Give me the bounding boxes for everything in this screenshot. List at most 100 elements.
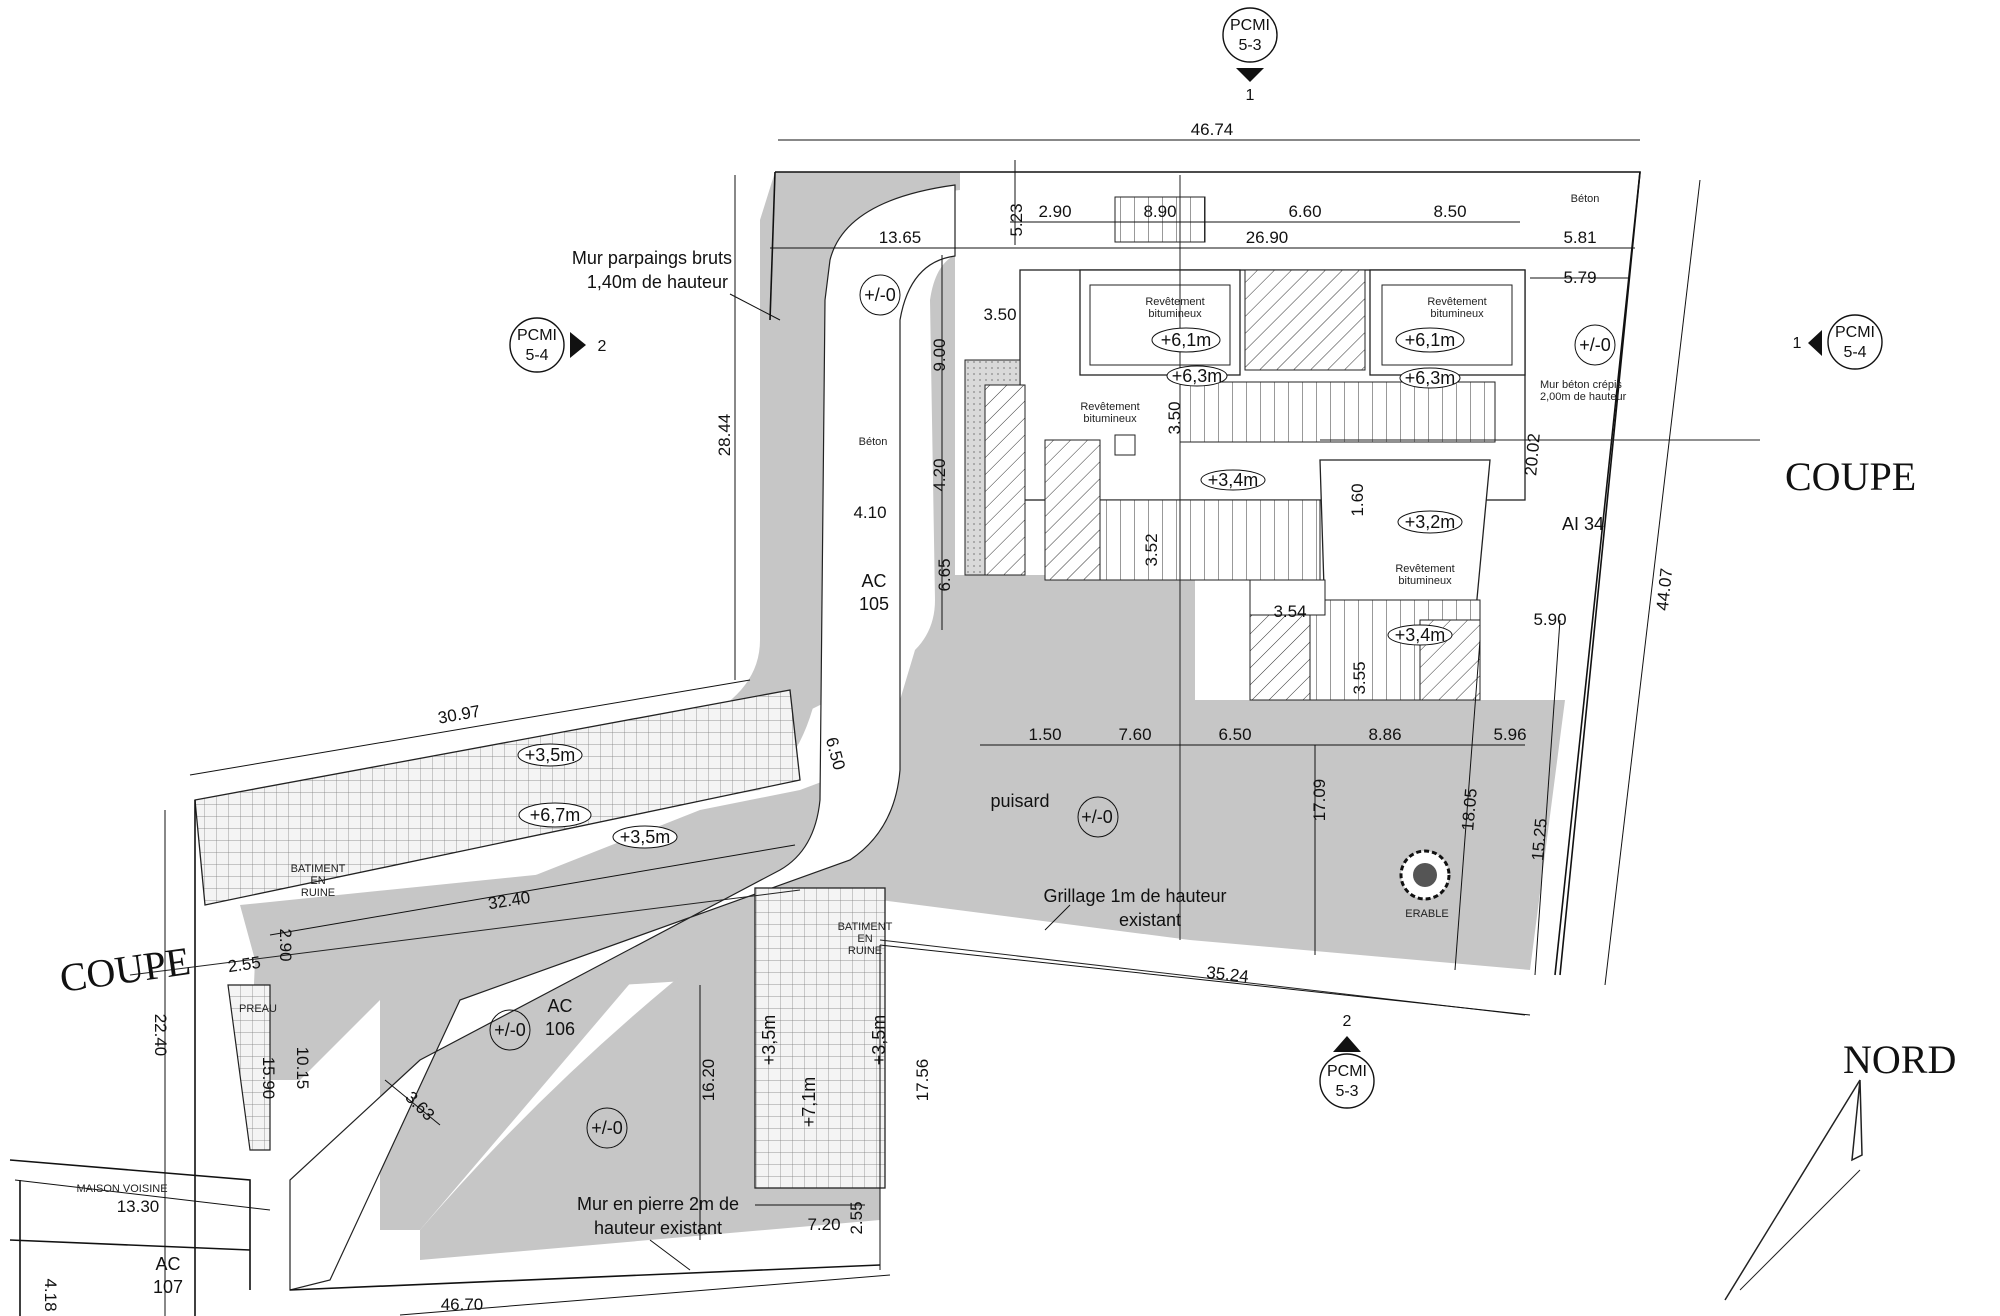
dim-665: 6.65 — [935, 558, 954, 591]
pcmi-num: 1 — [1793, 335, 1802, 352]
puisard-circle — [1077, 796, 1119, 838]
parcel-ac106: AC — [547, 996, 572, 1016]
main-house — [964, 196, 1526, 701]
level-67: +6,7m — [530, 805, 581, 825]
note-mur-parpaings: Mur parpaings bruts — [572, 248, 732, 268]
dim-355: 3.55 — [1350, 661, 1369, 694]
dim-150: 1.50 — [1028, 725, 1061, 744]
beton-driveway — [289, 184, 956, 1291]
label-revetement-3: Revêtement — [1080, 401, 1139, 413]
level-34a: +3,4m — [1208, 470, 1259, 490]
tree-icon — [1399, 849, 1451, 901]
parcel-ac106-num: 106 — [545, 1019, 575, 1039]
level-71: +7,1m — [799, 1077, 819, 1128]
dim-720: 7.20 — [807, 1215, 840, 1234]
dim-4407: 44.07 — [1653, 567, 1676, 611]
dim-1525: 15.25 — [1528, 818, 1551, 862]
dim-350b: 3.50 — [1165, 401, 1184, 434]
label-preau: PREAU — [239, 1003, 277, 1015]
note-mur-beton-height: 2,00m de hauteur — [1540, 391, 1627, 403]
dim-3097: 30.97 — [436, 702, 481, 728]
dim-410: 4.10 — [853, 503, 886, 522]
dim-4674: 46.74 — [1191, 120, 1234, 139]
parcel-ac105-num: 105 — [859, 594, 889, 614]
label-batiment-3: RUINE — [301, 887, 335, 899]
level-35c: +3,5m — [759, 1015, 779, 1066]
dim-255a: 2.55 — [227, 953, 262, 976]
coupe-label-right: COUPE — [1785, 454, 1916, 499]
dim-2002: 20.02 — [1521, 433, 1544, 477]
pcmi-code: PCMI — [1327, 1063, 1367, 1080]
label-beton-drive: Béton — [859, 436, 888, 448]
pcmi-code: PCMI — [1230, 17, 1270, 34]
dim-890: 8.90 — [1143, 202, 1176, 221]
label-erable: ERABLE — [1405, 908, 1448, 920]
dim-850: 8.50 — [1433, 202, 1466, 221]
label-puisard: puisard — [990, 791, 1049, 811]
label-bitumineux-2: bitumineux — [1430, 308, 1484, 320]
pcmi-sub: 5-3 — [1238, 37, 1261, 54]
pcmi-marker-north: PCMI 5-3 1 — [1222, 7, 1278, 104]
nord-label: NORD — [1843, 1037, 1956, 1082]
label-bitumineux-3: bitumineux — [1083, 413, 1137, 425]
leader-line — [1044, 904, 1071, 931]
dim-579: 5.79 — [1563, 268, 1596, 287]
pcmi-code: PCMI — [517, 327, 557, 344]
dim-660: 6.60 — [1288, 202, 1321, 221]
dim-886: 8.86 — [1368, 725, 1401, 744]
level-61a: +6,1m — [1161, 330, 1212, 350]
pcmi-marker-west: PCMI 5-4 2 — [509, 317, 607, 373]
pcmi-marker-east: PCMI 5-4 1 — [1793, 314, 1883, 370]
dim-418: 4.18 — [41, 1278, 60, 1311]
leader-line — [729, 293, 781, 321]
dim-350a: 3.50 — [983, 305, 1016, 324]
pcmi-num: 2 — [1343, 1013, 1352, 1030]
dim-581: 5.81 — [1563, 228, 1596, 247]
coupe-label-left: COUPE — [57, 938, 193, 1001]
dim-4670: 46.70 — [441, 1295, 484, 1314]
levels: +6,1m +6,1m +6,3m +6,3m +3,4m +3,4m +3,2… — [489, 274, 1616, 1149]
level-35b: +3,5m — [620, 827, 671, 847]
level-z5: +/-0 — [591, 1118, 623, 1138]
dim-590: 5.90 — [1533, 610, 1566, 629]
pcmi-num: 1 — [1246, 87, 1255, 104]
dim-1365: 13.65 — [879, 228, 922, 247]
label-revetement-1: Revêtement — [1145, 296, 1204, 308]
parcel-ac107-num: 107 — [153, 1277, 183, 1297]
level-63a: +6,3m — [1172, 366, 1223, 386]
note-mur-pierre: Mur en pierre 2m de — [577, 1194, 739, 1214]
dim-523: 5.23 — [1007, 203, 1026, 236]
level-32: +3,2m — [1405, 512, 1456, 532]
parcel-ac107: AC — [155, 1254, 180, 1274]
level-63b: +6,3m — [1405, 368, 1456, 388]
note-mur-beton: Mur béton crépis — [1540, 379, 1622, 391]
dim-3524: 35.24 — [1205, 963, 1249, 986]
note-mur-pierre-height: hauteur existant — [594, 1218, 722, 1238]
dimension-texts: 46.74 13.65 26.90 5.81 5.79 2.90 8.90 6.… — [41, 120, 1676, 1314]
pcmi-marker-south: PCMI 5-3 2 — [1319, 1013, 1375, 1109]
pcmi-sub: 5-4 — [525, 347, 548, 364]
dim-354: 3.54 — [1273, 602, 1306, 621]
level-35a: +3,5m — [525, 745, 576, 765]
label-maison-voisine: MAISON VOISINE — [76, 1183, 167, 1195]
level-z1: +/-0 — [864, 285, 896, 305]
level-35d: +3,5m — [869, 1015, 889, 1066]
dim-1330: 13.30 — [117, 1197, 160, 1216]
dim-596: 5.96 — [1493, 725, 1526, 744]
dim-2844: 28.44 — [715, 414, 734, 457]
label-batiment-6: RUINE — [848, 945, 882, 957]
dim-1590: 15.90 — [259, 1057, 278, 1100]
label-batiment-5: EN — [857, 933, 872, 945]
note-mur-parpaings-height: 1,40m de hauteur — [587, 272, 728, 292]
dim-290: 2.90 — [1038, 202, 1071, 221]
pcmi-sub: 5-4 — [1843, 344, 1866, 361]
dim-2240: 22.40 — [151, 1014, 170, 1057]
level-z4: +/-0 — [494, 1020, 526, 1040]
dim-2690: 26.90 — [1246, 228, 1289, 247]
level-z3: +/-0 — [1081, 807, 1113, 827]
ruin-buildings — [194, 689, 886, 1189]
dim-255b: 2.55 — [847, 1201, 866, 1234]
dim-352: 3.52 — [1142, 533, 1161, 566]
label-batiment-4: BATIMENT — [838, 921, 893, 933]
